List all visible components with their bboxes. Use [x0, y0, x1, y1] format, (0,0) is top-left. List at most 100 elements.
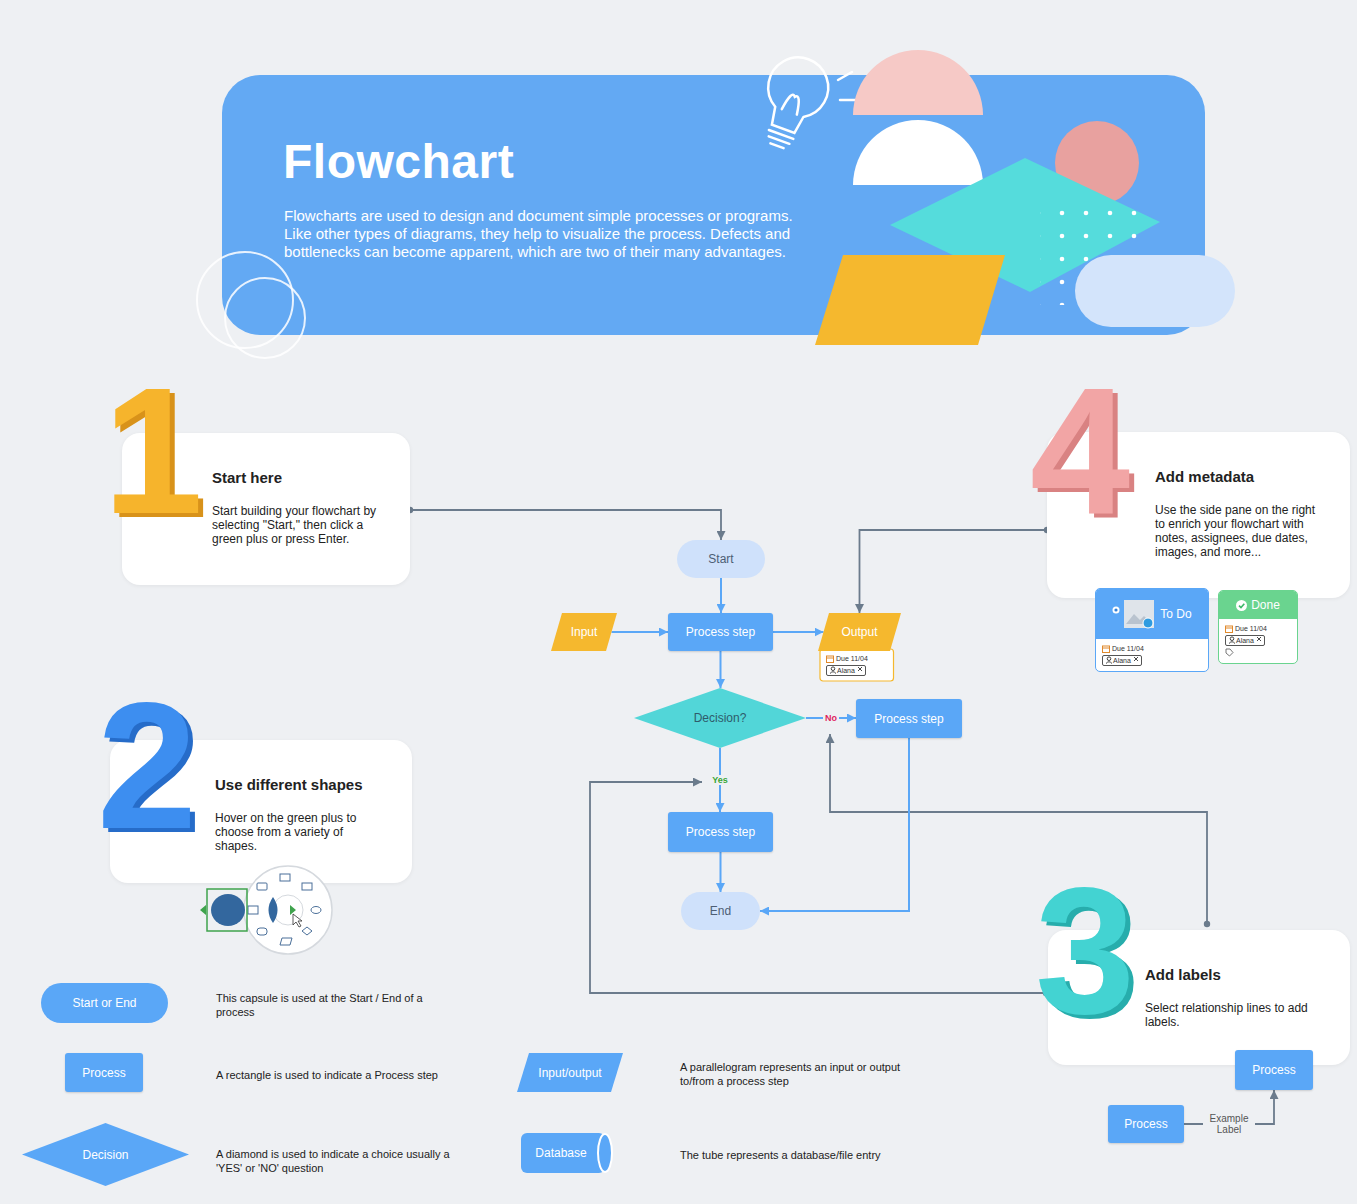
person-icon: [831, 666, 835, 670]
metadata-badge: Due 11/04: [826, 653, 895, 664]
card-body: Hover on the green plus to choose from a…: [215, 811, 372, 853]
person-icon: [830, 671, 836, 673]
connector: [720, 852, 722, 892]
output-parallelogram: OutputDue 11/04Alana: [818, 613, 901, 682]
light-rays: [838, 72, 856, 100]
task-metadata: Due 11/04Alana: [1096, 639, 1208, 671]
person-icon: [829, 666, 837, 674]
shape-picker: [302, 883, 312, 890]
assignee-pill: Alana: [1102, 655, 1142, 666]
card-body: Start building your flowchart by selecti…: [212, 504, 395, 546]
badge-text: Due 11/04: [1112, 644, 1144, 653]
lightbulb-icon: [755, 49, 837, 139]
diagram-title: Flowchart: [283, 134, 514, 189]
decision-diamond: Decision?: [634, 688, 806, 748]
output-outline: [820, 649, 894, 681]
connector: [773, 631, 824, 633]
task-status-header: To Do: [1096, 589, 1208, 639]
remove-icon: [1133, 656, 1139, 662]
shape-label: Process: [1124, 1117, 1167, 1131]
header-banner: [197, 49, 1235, 358]
calendar-icon: [827, 657, 834, 658]
shape-description: A diamond is used to indicate a choice u…: [216, 1147, 461, 1175]
shape-picker: [200, 905, 296, 915]
shape-label: Process: [82, 1066, 125, 1080]
lightbulb-icon: [765, 130, 794, 150]
decision-diamond: Decision: [22, 1123, 189, 1186]
person-icon: [1107, 656, 1111, 660]
metadata-badge: Due 11/04: [1225, 623, 1291, 634]
deco-parallelogram: [815, 255, 1005, 345]
output-outline: [818, 613, 901, 682]
card-heading: Add labels: [1145, 966, 1320, 983]
done-check-icon: [1236, 600, 1247, 611]
calendar-icon: [827, 656, 834, 663]
card-body: Select relationship lines to add labels.: [1145, 1001, 1320, 1029]
badge-text: Alana: [1113, 656, 1131, 665]
assignee-pill: Alana: [1225, 635, 1265, 646]
banner-ground: [222, 75, 1205, 335]
badge-text: Due 11/04: [836, 654, 868, 663]
shape-label: Start or End: [72, 996, 136, 1010]
process-box: Process: [65, 1053, 143, 1092]
shape-label: Process step: [686, 825, 755, 839]
badge-text: Alana: [837, 666, 855, 675]
tag-icon: [1225, 648, 1234, 657]
diamond-outline: [22, 1123, 189, 1186]
callout-number: 4: [1030, 361, 1130, 541]
diagram-caption: Flowcharts are used to design and docume…: [284, 207, 796, 261]
calendar-icon: [1103, 646, 1110, 653]
shape-label: Process: [1252, 1063, 1295, 1077]
shape-picker: [257, 928, 267, 935]
output-title: Output: [841, 625, 877, 639]
leader-line: [590, 782, 1046, 993]
edge-label: Example Label: [1203, 1113, 1255, 1135]
deco-capsule: [1075, 255, 1235, 327]
shape-picker: [269, 897, 278, 923]
tube-outline: [521, 1133, 605, 1173]
shape-label: Input/output: [538, 1066, 601, 1080]
end-capsule: End: [681, 892, 760, 930]
remove-icon: [1256, 636, 1262, 642]
deco-ring: [197, 252, 293, 348]
deco-half-circle: [853, 120, 983, 185]
person-icon: [1229, 641, 1235, 643]
badge-text: Due 11/04: [1235, 624, 1267, 633]
metadata-badge: Alana: [1102, 654, 1202, 665]
task-status-header: Done: [1219, 591, 1297, 619]
remove-icon: [1257, 637, 1261, 641]
shape-description: The tube represents a database/file entr…: [680, 1148, 950, 1162]
image-thumbnail-icon: [1113, 607, 1120, 614]
calendar-icon: [1102, 645, 1110, 653]
output-metadata: Due 11/04Alana: [818, 651, 901, 675]
shape-picker: [311, 907, 321, 914]
shape-picker: [211, 894, 245, 926]
shape-picker: [207, 889, 247, 931]
connector: [760, 738, 909, 911]
shape-label: Decision?: [694, 711, 747, 725]
calendar-icon: [1226, 626, 1233, 633]
shape-picker: [280, 938, 292, 945]
edge-label: No: [823, 713, 839, 723]
calendar-icon: [1103, 647, 1110, 648]
shape-label: End: [710, 904, 731, 918]
task-status: To Do: [1160, 607, 1191, 621]
process-box: Process step: [668, 812, 773, 852]
lightbulb-icon: [749, 49, 837, 156]
connector: [612, 631, 669, 633]
remove-icon: [857, 666, 863, 672]
tube-outline: [598, 1134, 612, 1172]
shape-picker: [302, 927, 312, 935]
para-outline: [551, 613, 617, 651]
done-check-icon: [1239, 603, 1244, 607]
badge-text: Alana: [1236, 636, 1254, 645]
metadata-badge: Alana: [826, 664, 895, 675]
person-icon: [1106, 661, 1112, 663]
shape-label: Start: [708, 552, 733, 566]
leader-line: [830, 734, 1207, 924]
edge-label: Yes: [710, 775, 730, 785]
metadata-badge: Due 11/04: [1102, 643, 1202, 654]
person-icon: [1228, 636, 1236, 644]
image-thumbnail-icon: [1124, 600, 1154, 628]
card-heading: Use different shapes: [215, 776, 372, 793]
